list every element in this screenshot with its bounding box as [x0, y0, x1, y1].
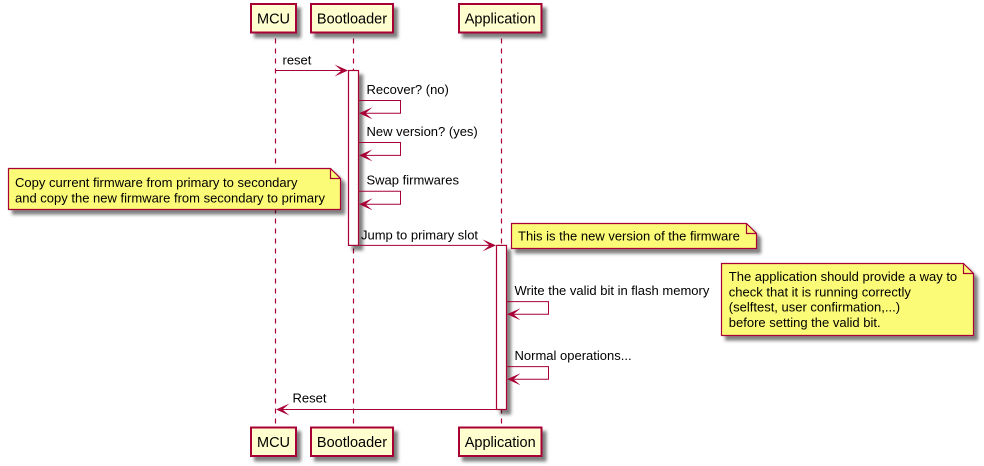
- svg-text:reset: reset: [283, 53, 312, 68]
- svg-text:Jump to primary slot: Jump to primary slot: [361, 228, 478, 243]
- svg-text:This is the new version of the: This is the new version of the firmware: [518, 229, 740, 244]
- svg-text:check that it is running corre: check that it is running correctly: [729, 284, 912, 299]
- svg-text:Swap firmwares: Swap firmwares: [367, 173, 460, 188]
- svg-text:Application: Application: [465, 11, 536, 27]
- svg-text:Copy current firmware from pri: Copy current firmware from primary to se…: [15, 175, 298, 190]
- svg-text:The application should provide: The application should provide a way to: [729, 269, 957, 284]
- svg-text:Application: Application: [465, 435, 536, 451]
- svg-text:New version? (yes): New version? (yes): [367, 124, 478, 139]
- svg-text:Bootloader: Bootloader: [317, 435, 387, 451]
- svg-text:(selftest, user confirmation,.: (selftest, user confirmation,...): [729, 300, 900, 315]
- svg-text:Normal operations...: Normal operations...: [515, 348, 632, 363]
- svg-text:Reset: Reset: [293, 391, 327, 406]
- svg-text:and copy the new firmware from: and copy the new firmware from secondary…: [15, 190, 325, 205]
- svg-text:Recover? (no): Recover? (no): [367, 82, 449, 97]
- svg-text:MCU: MCU: [257, 11, 290, 27]
- svg-text:Write the valid bit in flash m: Write the valid bit in flash memory: [515, 283, 710, 298]
- svg-text:Bootloader: Bootloader: [317, 11, 387, 27]
- svg-text:before setting the valid bit.: before setting the valid bit.: [729, 315, 881, 330]
- svg-text:MCU: MCU: [257, 435, 290, 451]
